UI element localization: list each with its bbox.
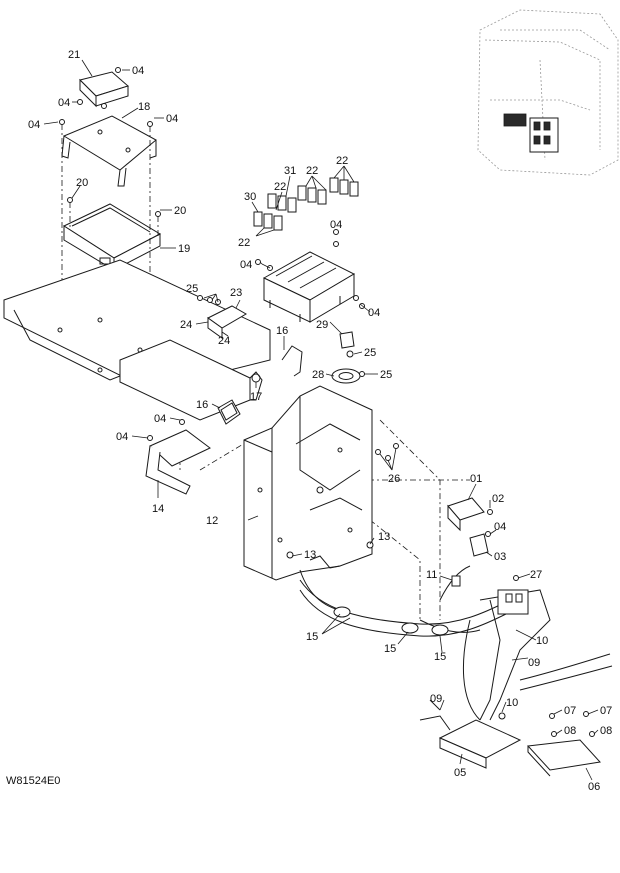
callout-24: 24 <box>180 319 192 331</box>
callout-12: 12 <box>206 515 218 527</box>
fuse-relay-box <box>255 229 365 323</box>
relay-group <box>253 177 359 231</box>
callout-25: 25 <box>186 283 198 295</box>
callout-04: 04 <box>494 521 506 533</box>
part-18-bracket <box>59 115 157 187</box>
callout-04: 04 <box>116 431 128 443</box>
callout-16: 16 <box>196 399 208 411</box>
lower-console-assembly <box>419 589 613 777</box>
callout-26: 26 <box>388 473 400 485</box>
part-01-03-relay-bracket <box>447 497 493 557</box>
part-12-main-panel <box>243 385 374 581</box>
callout-04: 04 <box>330 219 342 231</box>
callout-04: 04 <box>58 97 70 109</box>
callout-15: 15 <box>434 651 446 663</box>
part-17-cover <box>119 339 263 421</box>
leader-lines <box>43 59 599 781</box>
callout-30: 30 <box>244 191 256 203</box>
part-14-bracket <box>145 419 211 495</box>
callout-31: 31 <box>284 165 296 177</box>
callout-22: 22 <box>306 165 318 177</box>
callout-27: 27 <box>530 569 542 581</box>
callout-08: 08 <box>600 725 612 737</box>
callout-25: 25 <box>380 369 392 381</box>
callout-15: 15 <box>384 643 396 655</box>
callout-23: 23 <box>230 287 242 299</box>
diagram-code: W81524E0 <box>6 775 60 787</box>
callout-08: 08 <box>564 725 576 737</box>
part-28-29-grommet <box>331 331 365 384</box>
callout-19: 19 <box>178 243 190 255</box>
part-15-harness <box>299 555 519 637</box>
callout-09: 09 <box>528 657 540 669</box>
part-26-bolts <box>375 443 399 461</box>
callout-21: 21 <box>68 49 80 61</box>
callout-04: 04 <box>28 119 40 131</box>
callout-15: 15 <box>306 631 318 643</box>
callout-18: 18 <box>138 101 150 113</box>
part-16-gasket <box>217 345 303 425</box>
callout-29: 29 <box>316 319 328 331</box>
part-19-controller <box>62 197 162 271</box>
part-23-24-bracket <box>197 295 247 339</box>
callout-04: 04 <box>154 413 166 425</box>
callout-07: 07 <box>564 705 576 717</box>
callout-25: 25 <box>364 347 376 359</box>
callout-17: 17 <box>250 391 262 403</box>
callout-13: 13 <box>304 549 316 561</box>
callout-04: 04 <box>368 307 380 319</box>
callout-02: 02 <box>492 493 504 505</box>
callout-01: 01 <box>470 473 482 485</box>
callout-22: 22 <box>238 237 250 249</box>
inset-control-unit <box>503 113 527 127</box>
callout-04: 04 <box>240 259 252 271</box>
machine-overview-inset <box>477 9 619 176</box>
callout-labels: 21 04 04 18 04 04 20 20 19 31 22 22 30 2… <box>28 49 612 793</box>
callout-07: 07 <box>600 705 612 717</box>
callout-04: 04 <box>166 113 178 125</box>
callout-28: 28 <box>312 369 324 381</box>
callout-20: 20 <box>76 177 88 189</box>
callout-05: 05 <box>454 767 466 779</box>
part-21-module <box>77 67 130 109</box>
callout-14: 14 <box>152 503 164 515</box>
callout-20: 20 <box>174 205 186 217</box>
callout-10: 10 <box>536 635 548 647</box>
callout-22: 22 <box>336 155 348 167</box>
callout-11: 11 <box>426 569 437 581</box>
callout-13: 13 <box>378 531 390 543</box>
callout-06: 06 <box>588 781 600 793</box>
callout-16: 16 <box>276 325 288 337</box>
callout-24: 24 <box>218 335 230 347</box>
callout-04: 04 <box>132 65 144 77</box>
callout-22: 22 <box>274 181 286 193</box>
callout-09: 09 <box>430 693 442 705</box>
callout-03: 03 <box>494 551 506 563</box>
callout-10: 10 <box>506 697 518 709</box>
